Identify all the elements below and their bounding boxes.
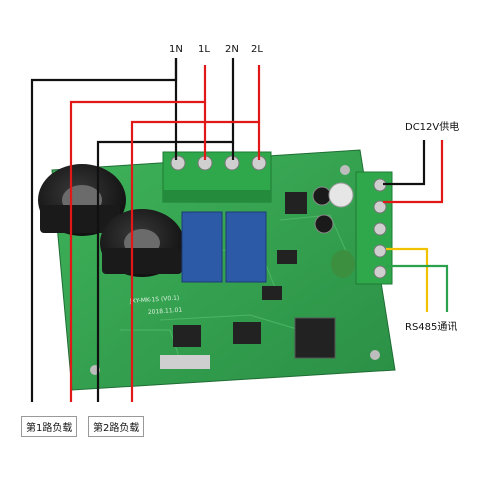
terminal-label-2l: 2L [251,44,263,55]
black-wires [30,58,426,402]
relay-2 [225,211,267,283]
ic-chips [160,250,336,369]
power-supply-label: DC12V供电 [405,122,460,133]
top-terminal-block [162,151,272,203]
load-2-label: 第2路负载 [88,416,145,437]
terminal-label-1l: 1L [198,44,210,55]
wire-dc-negative [383,140,426,186]
board-date-text: 2018.11.01 [148,307,183,316]
terminal-label-2n: 2N [225,44,239,55]
red-wires [69,65,444,402]
wire-1l [69,65,207,402]
terminal-screw-1n [170,155,186,171]
current-transformer-2 [100,209,184,277]
side-terminal-block [355,171,393,285]
wire-dc-positive [383,140,444,204]
terminal-label-1n: 1N [169,44,183,55]
load-1-label: 第1路负载 [21,416,78,437]
board-model-text: JXY-MK-1S (V0.1) [129,295,180,306]
wire-2n [96,58,235,402]
relay-1 [181,211,223,283]
power-components [285,182,355,278]
rs485-wires [386,247,449,312]
rs485-label: RS485通讯 [405,322,458,333]
wire-2l [130,65,261,402]
